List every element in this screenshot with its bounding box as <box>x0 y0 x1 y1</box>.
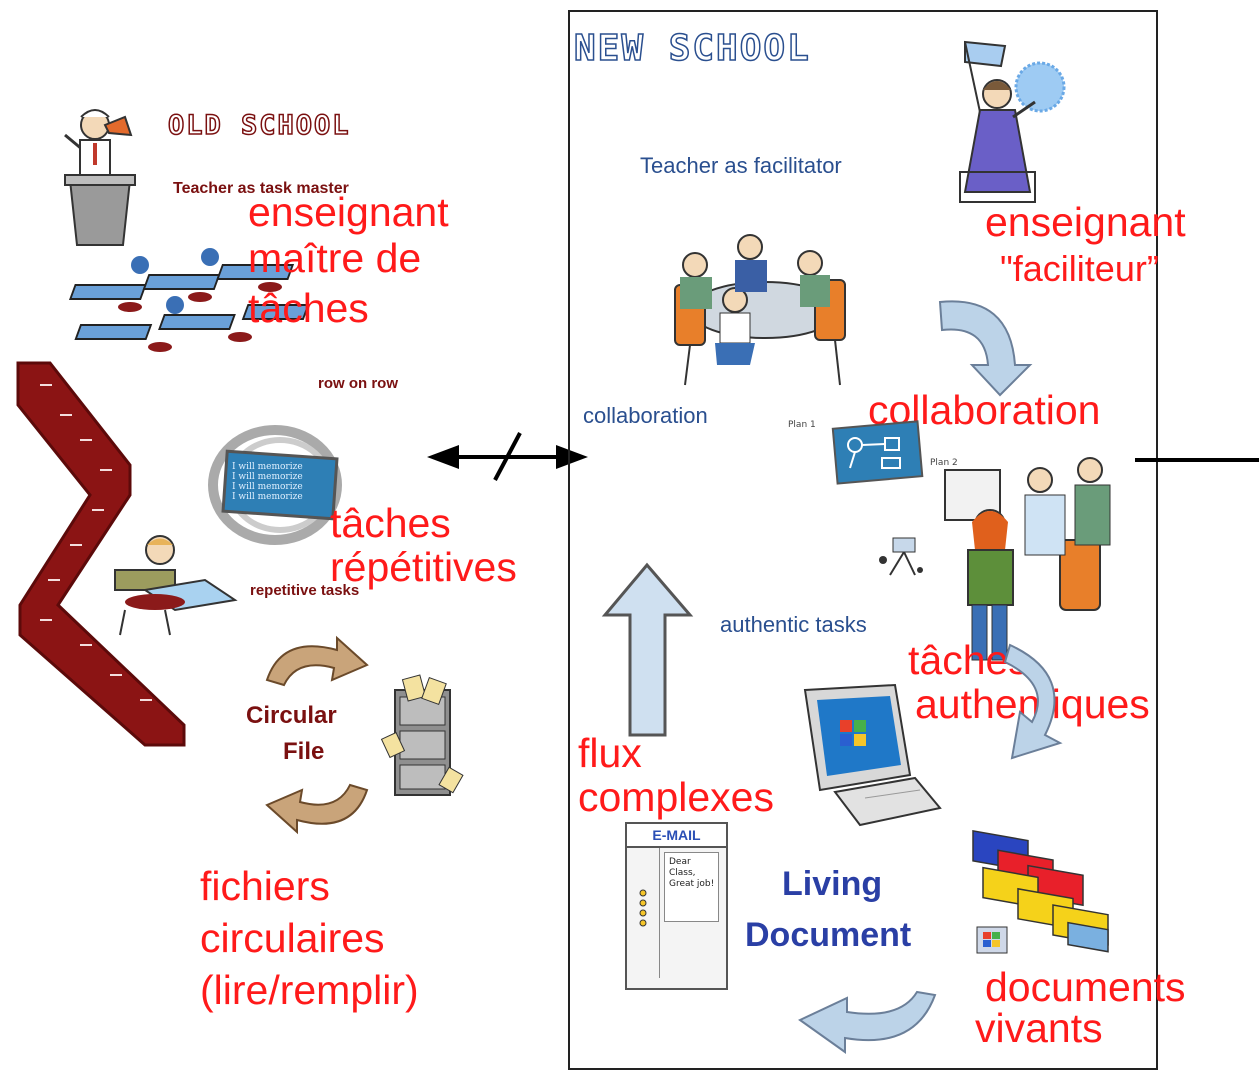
curved-arrow-down-2-icon <box>1003 643 1063 760</box>
connector-line <box>1135 458 1259 462</box>
curved-arrow-down-icon <box>938 300 1033 397</box>
teacher-task-master-fr-2: maître de <box>248 235 422 281</box>
teacher-facilitator-fr-2: "faciliteur” <box>1000 248 1159 289</box>
circular-files-fr-1: fichiers <box>200 863 330 909</box>
living-documents-fr-2: vivants <box>975 1005 1103 1051</box>
student-desk-illustration <box>114 535 238 636</box>
filing-cabinet-illustration <box>380 674 464 796</box>
circular-arrow-top-icon <box>265 635 369 687</box>
old-school-title: OLD SCHOOL <box>167 109 351 142</box>
circular-files-fr-2: circulaires <box>200 915 385 961</box>
email-rings-icon <box>639 889 647 927</box>
email-sheet: E-MAIL Dear Class, Great job! <box>625 822 728 990</box>
blackboard-line: I will memorize <box>232 472 303 482</box>
email-title: E-MAIL <box>627 824 726 848</box>
collaboration-label: collaboration <box>583 403 708 428</box>
circular-files-fr-3: (lire/remplir) <box>200 967 419 1013</box>
curved-arrow-bottom-icon <box>798 990 937 1054</box>
flux-up-arrow-icon <box>601 562 694 737</box>
living-document-label-2: Document <box>745 916 912 954</box>
stacked-folders-illustration <box>972 829 1109 953</box>
email-line: Great job! <box>669 879 715 889</box>
teacher-task-master-fr-1: enseignant <box>248 189 449 235</box>
email-line: Dear <box>669 857 691 867</box>
blackboard-swirl-illustration <box>208 425 342 545</box>
teacher-task-master-fr-3: tâches <box>248 285 369 331</box>
circular-file-label-2: File <box>283 738 325 765</box>
repetitive-tasks-fr-2: répétitives <box>330 544 517 590</box>
plan1-label: Plan 1 <box>788 420 816 430</box>
tripod-illustration <box>879 537 923 576</box>
flux-complexes-fr-2: complexes <box>578 774 774 820</box>
small-windows-logo-icon <box>976 926 1008 954</box>
computer-monitor-illustration <box>803 683 942 827</box>
teacher-facilitator-fr-1: enseignant <box>985 199 1186 245</box>
plan2-label: Plan 2 <box>930 458 958 468</box>
email-body: Dear Class, Great job! <box>664 852 720 922</box>
flux-complexes-fr-1: flux <box>578 730 642 776</box>
living-documents-fr-1: documents <box>985 964 1186 1010</box>
teacher-podium-illustration <box>64 109 136 246</box>
plan-board-illustration <box>831 420 924 485</box>
teacher-facilitator-label: Teacher as facilitator <box>640 153 842 178</box>
repetitive-tasks-fr-1: tâches <box>330 500 451 546</box>
blackboard-line: I will memorize <box>232 462 303 472</box>
blackboard-line: I will memorize <box>232 482 303 492</box>
group-collaboration-illustration <box>674 234 846 386</box>
blackboard-text: I will memorize I will memorize I will m… <box>232 462 332 502</box>
authentic-tasks-label: authentic tasks <box>720 612 867 637</box>
living-document-label-1: Living <box>782 865 883 903</box>
desks-rows-illustration <box>68 248 310 352</box>
email-sidebar <box>627 848 660 978</box>
row-on-row-label: row on row <box>318 375 398 392</box>
new-school-title: NEW SCHOOL <box>573 27 811 70</box>
circular-file-label-1: Circular <box>246 702 337 729</box>
repetitive-tasks-label: repetitive tasks <box>250 582 360 599</box>
facilitator-teacher-illustration <box>959 40 1066 203</box>
teacher-task-master-label: Teacher as task master <box>173 180 349 197</box>
circular-arrow-bottom-icon <box>265 783 369 835</box>
group-working-illustration <box>944 457 1111 661</box>
crossed-double-arrow-icon <box>427 432 588 481</box>
zigzag-ribbon-illustration <box>16 361 186 747</box>
authentic-tasks-fr-2: authentiques <box>915 681 1150 727</box>
email-line: Class, <box>669 868 696 878</box>
blackboard-line: I will memorize <box>232 492 303 502</box>
